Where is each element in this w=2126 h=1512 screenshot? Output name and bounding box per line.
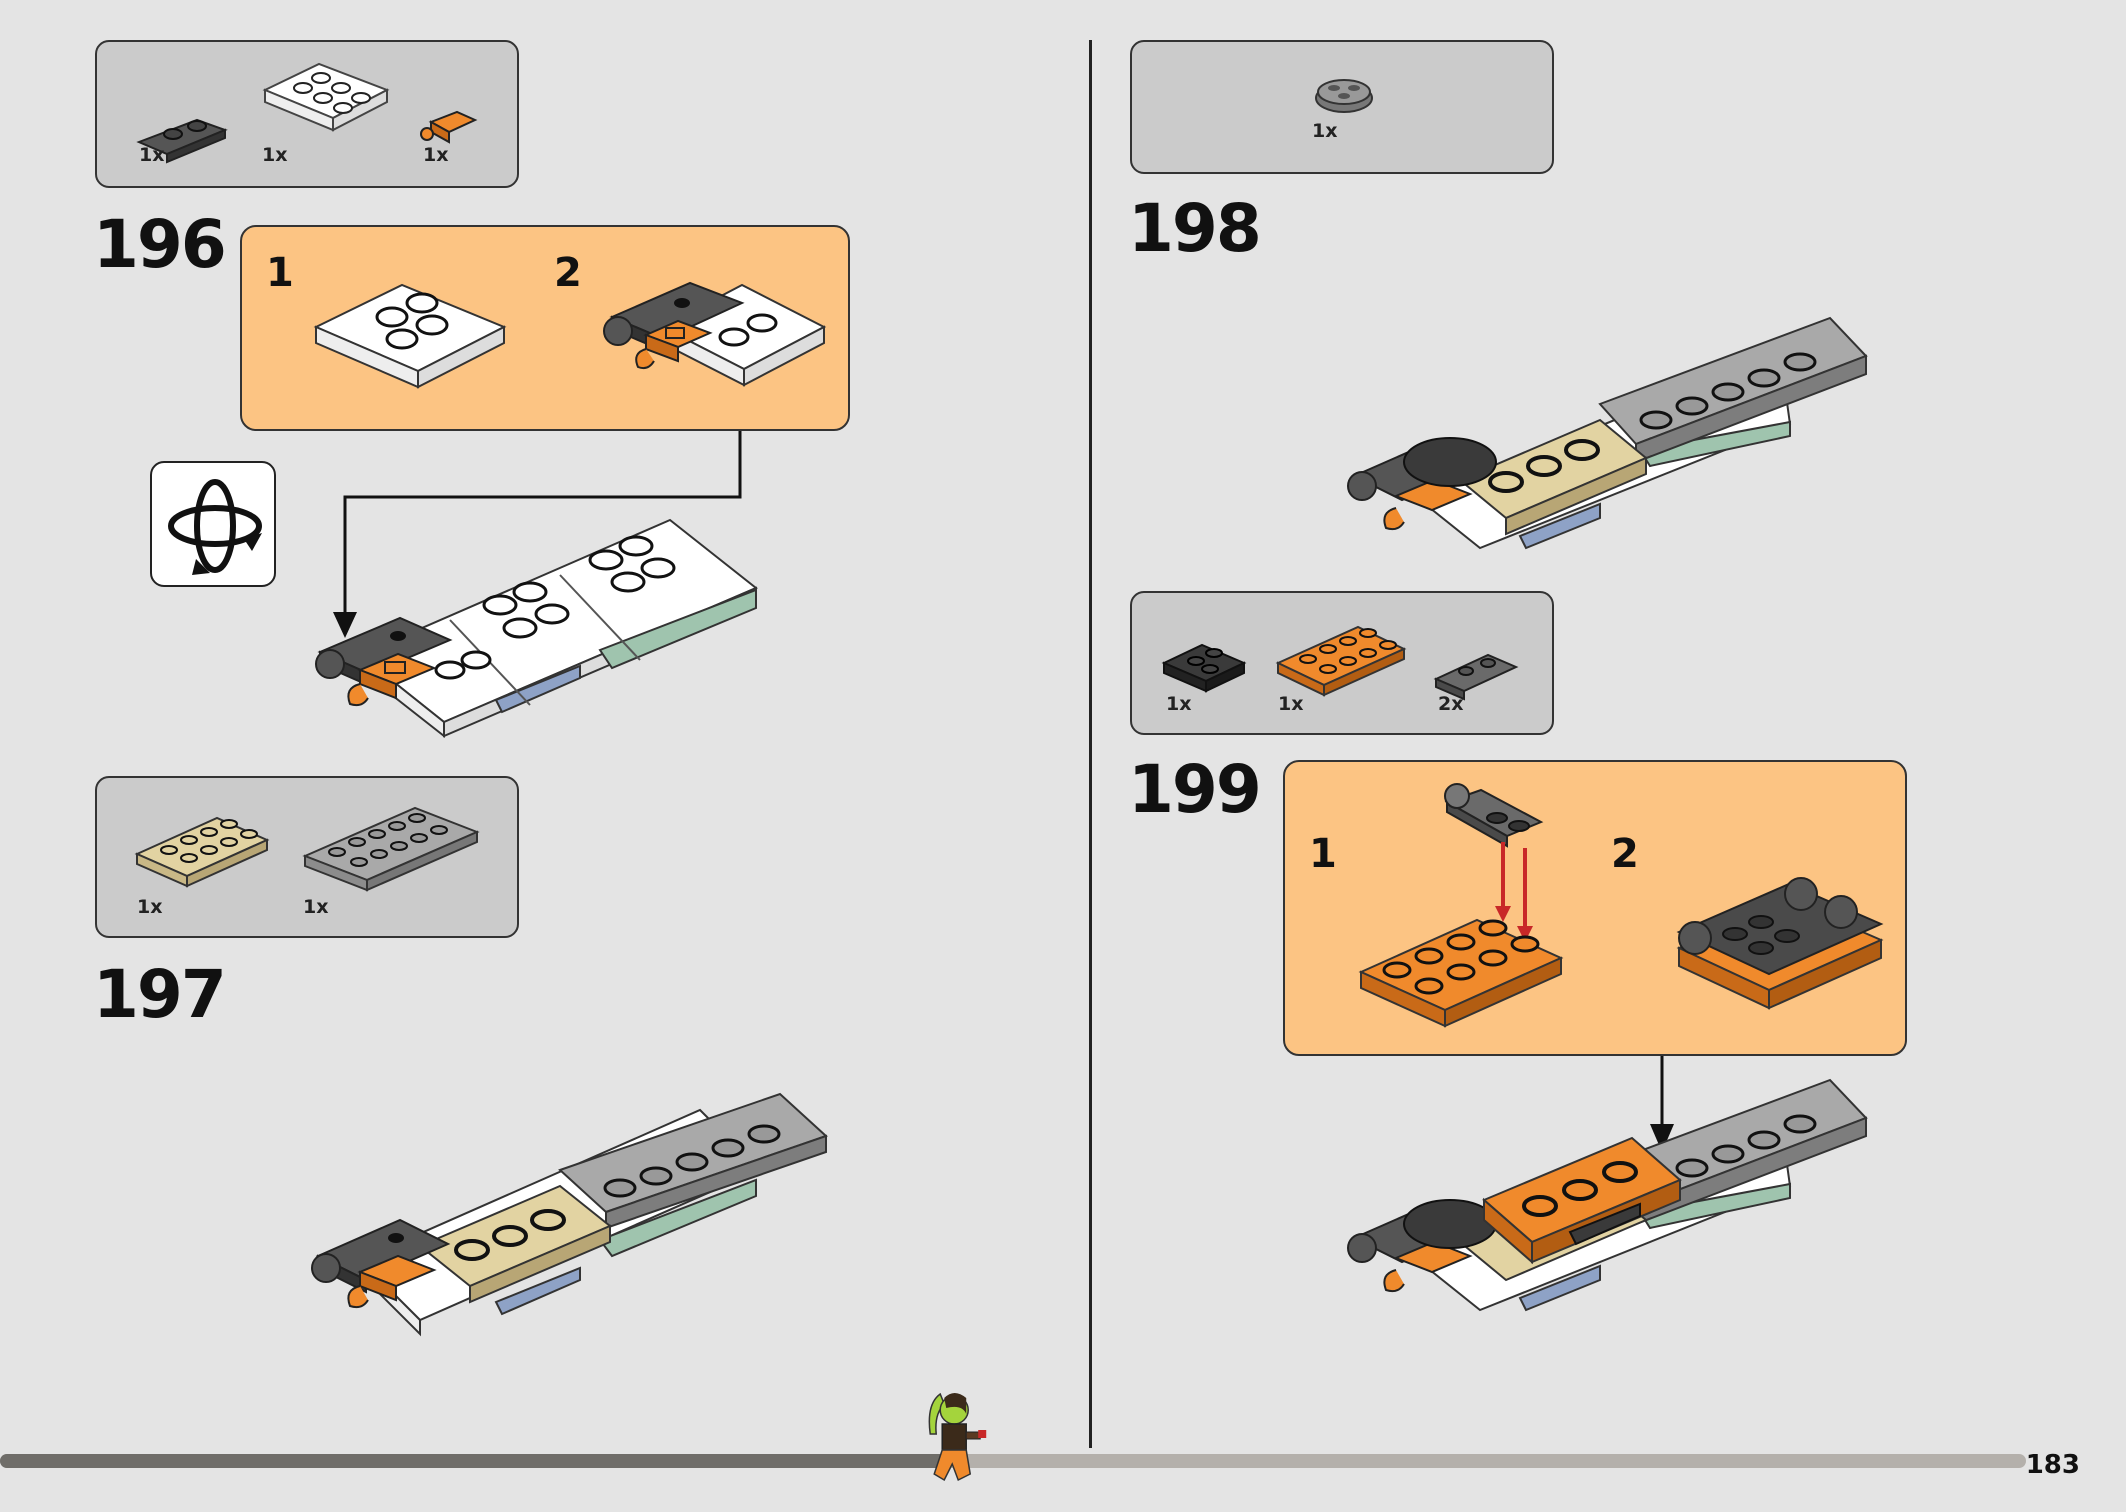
- step-number: 196: [93, 206, 227, 283]
- substep-number: 2: [554, 250, 582, 296]
- part-hinge-plate-gray: [1433, 653, 1519, 701]
- part-qty: 1x: [1166, 693, 1192, 715]
- substep-1-model: [313, 283, 507, 389]
- part-hinge-plate-dark: [136, 118, 228, 164]
- callout-199-graphics: [1358, 783, 1884, 1028]
- minifigure-progress-icon: [928, 1392, 987, 1482]
- substep-callout-196: 1 2: [240, 225, 850, 431]
- model-196-body: [315, 518, 758, 739]
- substep-1-model: [1358, 783, 1564, 1028]
- part-qty: 1x: [137, 896, 163, 918]
- page-divider: [1089, 40, 1092, 1448]
- parts-199-graphics: [1161, 625, 1519, 701]
- parts-196-graphics: [136, 62, 478, 164]
- part-orange-plate-2x4: [1275, 625, 1407, 697]
- part-qty: 1x: [1312, 120, 1338, 142]
- page-number: 183: [2025, 1450, 2080, 1480]
- parts-list-197: 1x 1x: [95, 776, 519, 938]
- substep-callout-199: 1 2: [1283, 760, 1907, 1056]
- step-number: 198: [1128, 190, 1262, 267]
- part-gray-plate-2x6: [302, 806, 480, 892]
- part-round-plate-gray: [1315, 79, 1373, 113]
- parts-197-graphics: [134, 806, 480, 892]
- part-qty: 1x: [262, 144, 288, 166]
- parts-list-198: 1x: [1130, 40, 1554, 174]
- substep-number: 1: [266, 250, 294, 296]
- part-white-plate: [262, 62, 390, 132]
- substep-number: 2: [1611, 831, 1639, 877]
- callout-196-graphics: [313, 281, 827, 389]
- substep-number: 1: [1309, 831, 1337, 877]
- part-black-plate-2x2: [1161, 643, 1247, 693]
- substep-2-model: [1676, 877, 1884, 1010]
- part-qty: 2x: [1438, 693, 1464, 715]
- model-198-body: [1347, 316, 1868, 550]
- parts-list-196: 1x 1x 1x: [95, 40, 519, 188]
- parts-list-199: 1x 1x 2x: [1130, 591, 1554, 735]
- part-tan-plate-2x4: [134, 816, 270, 888]
- parts-198-graphics: [1315, 79, 1373, 113]
- rotate-arrows-icon: [168, 479, 262, 575]
- rotate-model-icon: [150, 461, 276, 587]
- part-qty: 1x: [1278, 693, 1304, 715]
- step-number: 199: [1128, 751, 1262, 828]
- part-qty: 1x: [303, 896, 329, 918]
- substep-2-model: [603, 281, 827, 387]
- part-qty: 1x: [139, 144, 165, 166]
- part-orange-clip: [420, 110, 478, 144]
- part-qty: 1x: [423, 144, 449, 166]
- model-199-body: [1347, 1078, 1868, 1312]
- model-197-body: [311, 1092, 828, 1337]
- progress-fill: [0, 1454, 953, 1468]
- step-number: 197: [93, 956, 227, 1033]
